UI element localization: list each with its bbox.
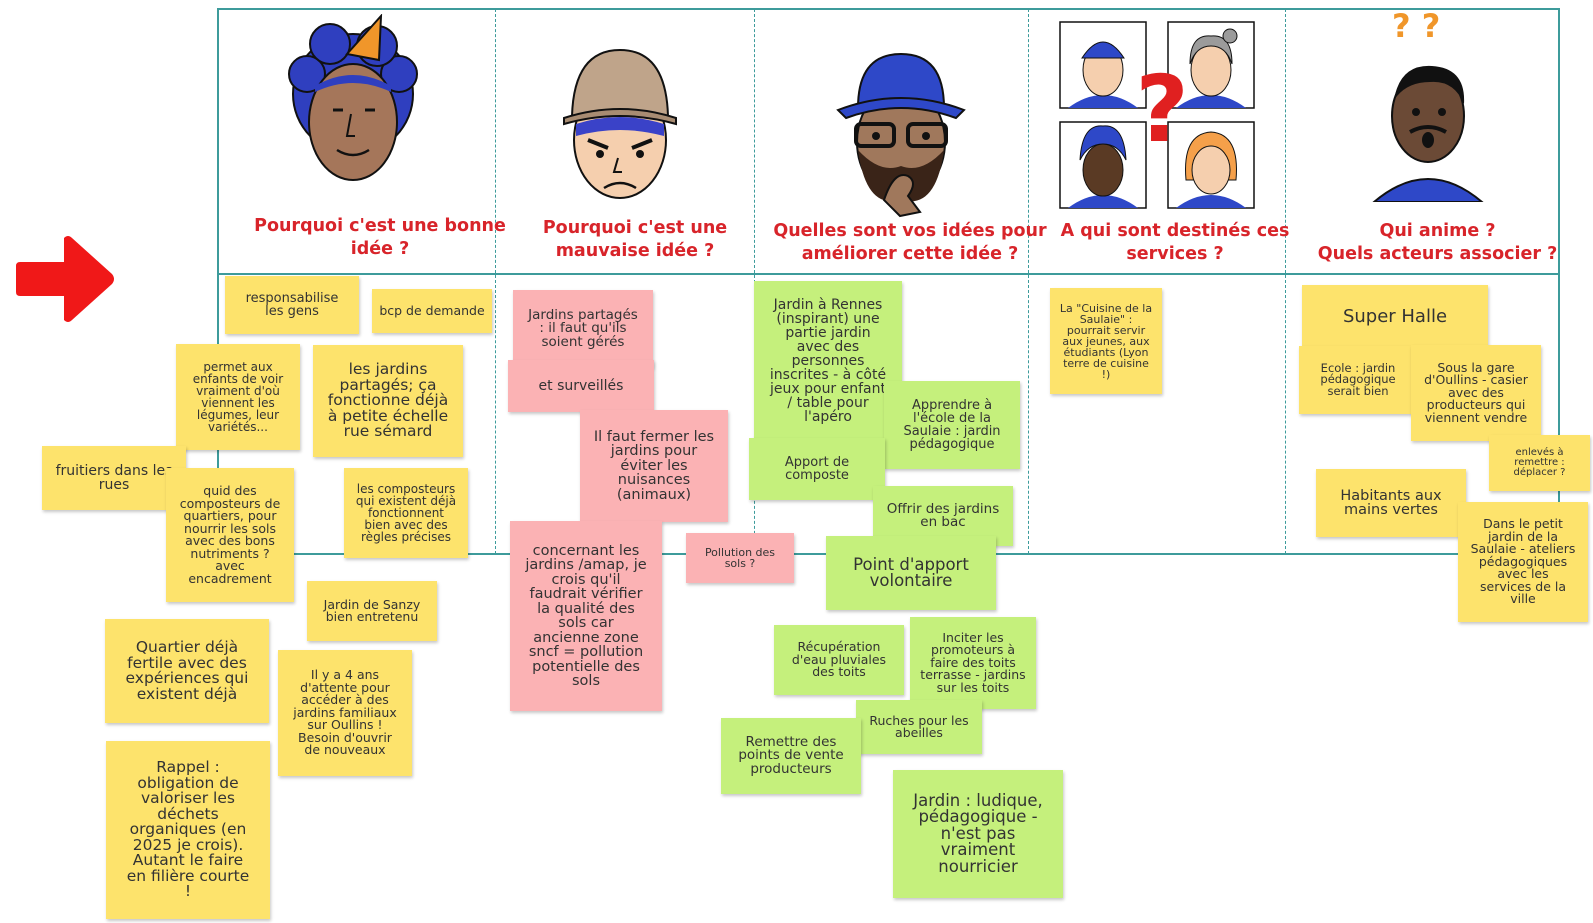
sticky-note[interactable]: Jardin : ludique, pédagogique - n'est pa… <box>893 770 1063 898</box>
sticky-note[interactable]: concernant les jardins /amap, je crois q… <box>510 521 662 711</box>
sticky-note[interactable]: La "Cuisine de la Saulaie" : pourrait se… <box>1050 288 1162 394</box>
sticky-note[interactable]: Remettre des points de vente producteurs <box>721 718 861 794</box>
column-title-bad-idea: Pourquoi c'est une mauvaise idée ? <box>542 218 728 261</box>
sticky-note[interactable]: bcp de demande <box>372 289 492 333</box>
column-title-who-animates: Qui anime ? Quels acteurs associer ? <box>1317 221 1558 264</box>
sticky-note[interactable]: Apprendre à l'école de la Saulaie : jard… <box>884 381 1020 469</box>
header-divider <box>217 273 1560 275</box>
target-audience-illustration: ? <box>1058 20 1258 212</box>
sticky-note[interactable]: Sous la gare d'Oullins - casier avec des… <box>1411 345 1541 441</box>
sticky-note[interactable]: Jardin de Sanzy bien entretenu <box>307 581 437 641</box>
sticky-note[interactable]: Pollution des sols ? <box>686 533 794 583</box>
column-title-improve-idea: Quelles sont vos idées pour améliorer ce… <box>773 221 1047 264</box>
sticky-note[interactable]: Ecole : jardin pédagogique serait bien <box>1299 346 1417 414</box>
sticky-note[interactable]: permet aux enfants de voir vraiment d'où… <box>176 344 300 450</box>
sticky-note[interactable]: enlevés à remettre : déplacer ? <box>1489 435 1590 491</box>
thinking-bearded-person-illustration <box>836 52 966 218</box>
red-right-arrow-icon <box>16 236 114 322</box>
sticky-note[interactable]: Jardin à Rennes (inspirant) une partie j… <box>754 281 902 441</box>
sticky-note[interactable]: Rappel : obligation de valoriser les déc… <box>106 741 270 919</box>
sticky-note[interactable]: les jardins partagés; ça fonctionne déjà… <box>313 345 463 457</box>
angry-person-cap-illustration <box>563 48 677 199</box>
sticky-note[interactable]: quid des composteurs de quartiers, pour … <box>166 468 294 602</box>
sticky-note[interactable]: Jardins partagés : il faut qu'ils soient… <box>513 290 653 368</box>
column-title-good-idea: Pourquoi c'est une bonne idée ? <box>254 216 506 259</box>
sticky-note[interactable]: Super Halle <box>1302 285 1488 349</box>
sticky-note[interactable]: et surveillés <box>508 360 654 412</box>
sticky-note[interactable]: Récupération d'eau pluviales des toits <box>774 625 904 695</box>
column-divider-3 <box>1028 9 1029 554</box>
sticky-note[interactable]: Ruches pour les abeilles <box>856 700 982 754</box>
curly-hair-person-illustration <box>288 14 418 181</box>
sticky-note[interactable]: Dans le petit jardin de la Saulaie - ate… <box>1458 502 1588 622</box>
confused-person-illustration <box>1372 65 1484 202</box>
sticky-note[interactable]: Il y a 4 ans d'attente pour accéder à de… <box>278 650 412 776</box>
sticky-note[interactable]: responsabilise les gens <box>225 276 359 334</box>
sticky-note[interactable]: fruitiers dans les rues <box>42 446 186 510</box>
small-question-marks-icon: ? ? <box>1392 7 1441 45</box>
sticky-note[interactable]: Quartier déjà fertile avec des expérienc… <box>105 619 269 723</box>
sticky-note[interactable]: Point d'apport volontaire <box>826 536 996 610</box>
question-mark-icon: ? <box>1135 56 1189 163</box>
sticky-note[interactable]: Inciter les promoteurs à faire des toits… <box>910 617 1036 709</box>
sticky-note[interactable]: les composteurs qui existent déjà foncti… <box>344 468 468 558</box>
column-divider-1 <box>495 9 496 554</box>
column-divider-4 <box>1285 9 1286 554</box>
sticky-note[interactable]: Habitants aux mains vertes <box>1316 469 1466 537</box>
four-people-portraits-icon <box>1059 21 1255 209</box>
sticky-note[interactable]: Apport de composte <box>749 438 885 500</box>
column-title-target-audience: A qui sont destinés ces services ? <box>1060 221 1290 264</box>
sticky-note[interactable]: Il faut fermer les jardins pour éviter l… <box>580 410 728 522</box>
